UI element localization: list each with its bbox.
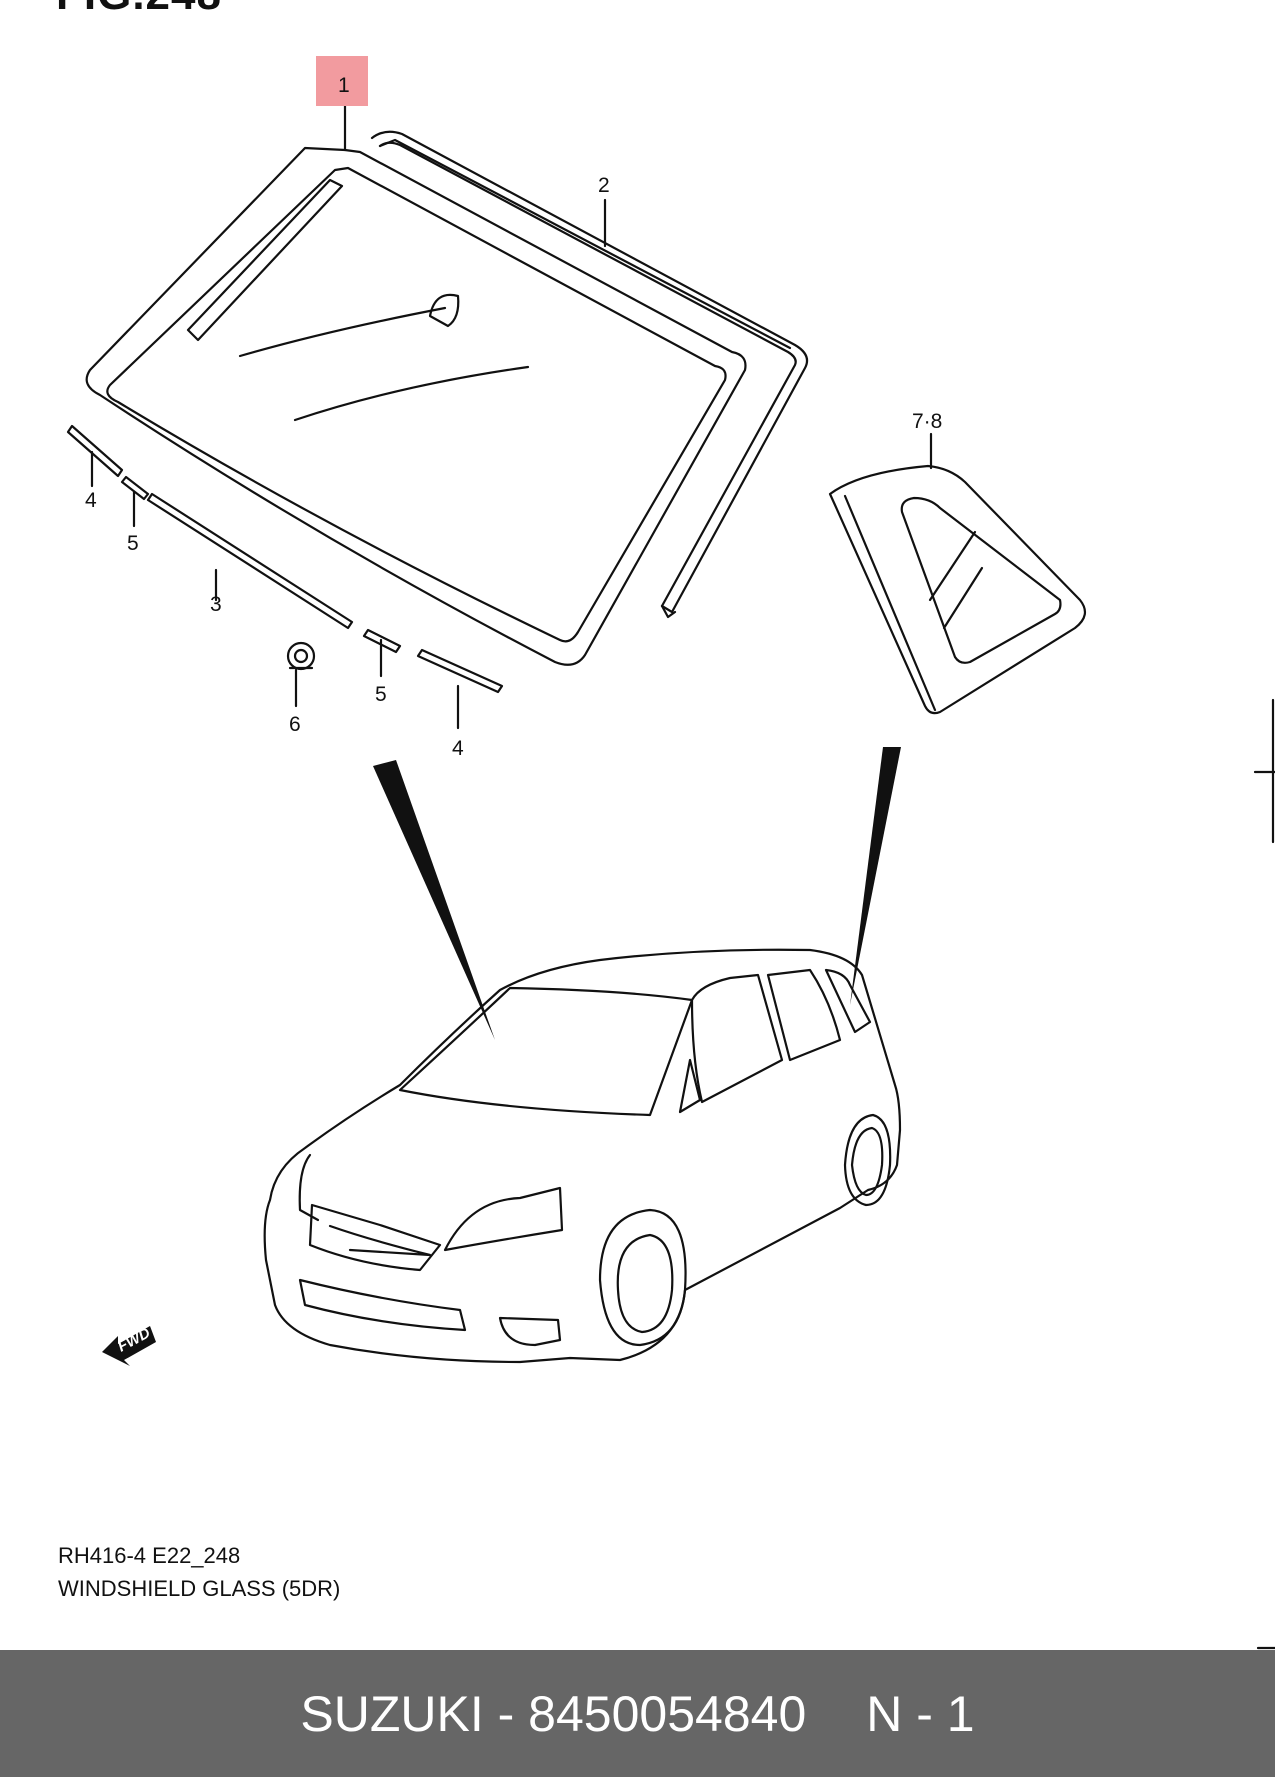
callout-6[interactable]: 6	[289, 713, 301, 736]
figure-title: FIG.248	[56, 0, 222, 20]
callout-5-left[interactable]: 5	[127, 532, 139, 555]
part-footer: SUZUKI - 8450054840 N - 1	[0, 1650, 1275, 1777]
parts-diagram: 1 2 3 4 4 5 5 6 7·8 FWD	[66, 56, 1275, 1650]
callout-7-8[interactable]: 7·8	[912, 410, 942, 433]
windshield-glass[interactable]	[85, 146, 747, 666]
callout-2[interactable]: 2	[598, 174, 610, 197]
callout-1[interactable]: 1	[338, 74, 350, 97]
callout-5-right[interactable]: 5	[375, 683, 387, 706]
callout-4-right[interactable]: 4	[452, 737, 464, 760]
footer-part-number: 8450054840	[528, 1685, 807, 1742]
molding-side-left[interactable]	[66, 424, 124, 478]
callout-1-highlight	[316, 56, 368, 106]
callout-4-left[interactable]: 4	[85, 489, 97, 512]
diagram-code: RH416-4 E22_248	[58, 1543, 241, 1568]
pointer-wedges	[373, 747, 901, 1040]
molding-corner-right[interactable]	[362, 628, 402, 654]
footer-separator: -	[483, 1685, 529, 1742]
edge-marks	[1253, 698, 1275, 1650]
clip[interactable]	[286, 641, 316, 671]
footer-note: N - 1	[866, 1685, 975, 1742]
footer-brand: SUZUKI	[300, 1685, 484, 1742]
molding-side-right[interactable]	[416, 648, 504, 694]
diagram-name: WINDSHIELD GLASS (5DR)	[58, 1576, 341, 1601]
windshield-dam[interactable]	[370, 130, 809, 619]
leader-lines	[90, 104, 933, 730]
molding-corner-left[interactable]	[120, 475, 150, 501]
callout-3[interactable]: 3	[210, 593, 222, 616]
fwd-arrow-icon: FWD	[102, 1324, 156, 1366]
quarter-window-glass[interactable]	[828, 464, 1087, 715]
molding-lower[interactable]	[146, 492, 354, 630]
car-illustration	[263, 948, 902, 1364]
